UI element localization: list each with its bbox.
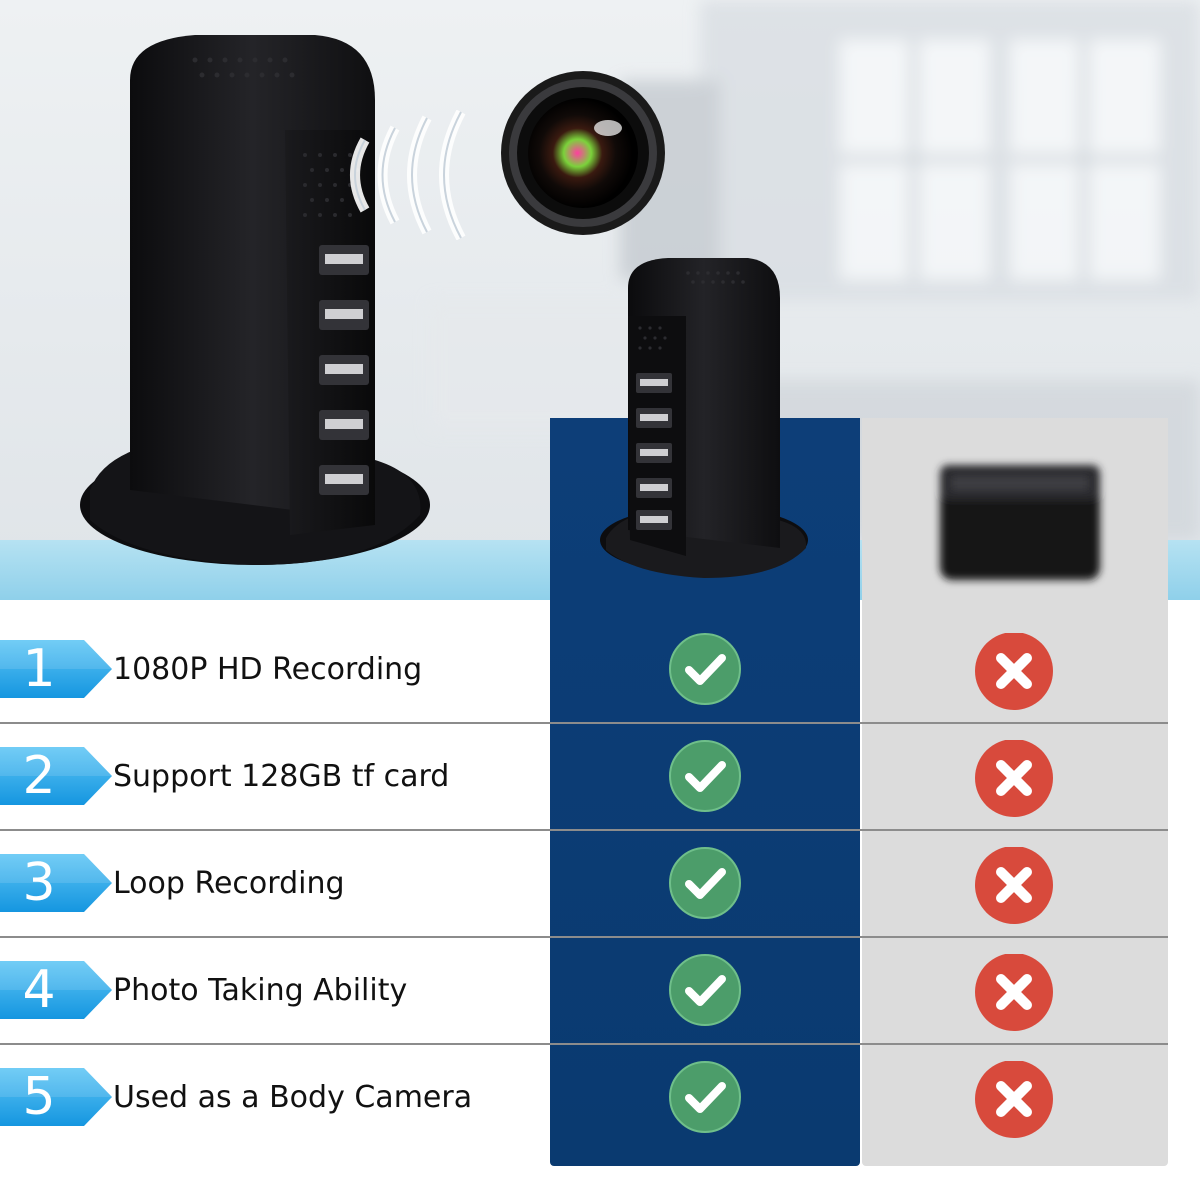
- number-arrow-icon: [0, 961, 112, 1019]
- feature-row: 4 Photo Taking Ability: [0, 937, 1168, 1043]
- check-icon: [669, 1061, 741, 1133]
- number-arrow-icon: [0, 1068, 112, 1126]
- generic-camera-blurred-image: [940, 465, 1100, 580]
- row-divider: [0, 1043, 1168, 1045]
- feature-label: Used as a Body Camera: [113, 1080, 473, 1115]
- feature-row: 5 Used as a Body Camera: [0, 1044, 1168, 1150]
- feature-label: Photo Taking Ability: [113, 973, 408, 1008]
- camera-lens-image: [501, 71, 665, 235]
- check-icon: [669, 847, 741, 919]
- number-arrow-icon: [0, 640, 112, 698]
- check-icon: [669, 740, 741, 812]
- row-divider: [0, 722, 1168, 724]
- number-arrow-icon: [0, 747, 112, 805]
- feature-label: 1080P HD Recording: [113, 652, 423, 687]
- feature-row: 1 1080P HD Recording: [0, 616, 1168, 722]
- feature-row: 3 Loop Recording: [0, 830, 1168, 936]
- feature-number: 3: [22, 853, 56, 913]
- number-arrow-icon: [0, 854, 112, 912]
- feature-label: Support 128GB tf card: [113, 759, 450, 794]
- feature-number: 1: [22, 639, 56, 699]
- signal-waves-graphic: [350, 110, 466, 240]
- feature-number: 5: [22, 1067, 56, 1127]
- feature-label: Loop Recording: [113, 866, 345, 901]
- row-divider: [0, 829, 1168, 831]
- usb-charger-camera-hero-image: [80, 35, 430, 565]
- check-icon: [669, 954, 741, 1026]
- usb-charger-camera-product-image: [600, 258, 808, 578]
- check-icon: [669, 633, 741, 705]
- feature-row: 2 Support 128GB tf card: [0, 723, 1168, 829]
- cross-icon: [975, 740, 1053, 817]
- cross-icon: [975, 847, 1053, 924]
- cross-icon: [975, 633, 1053, 710]
- cross-icon: [975, 954, 1053, 1031]
- row-divider: [0, 936, 1168, 938]
- cross-icon: [975, 1061, 1053, 1138]
- feature-number: 2: [22, 746, 56, 806]
- feature-number: 4: [22, 960, 56, 1020]
